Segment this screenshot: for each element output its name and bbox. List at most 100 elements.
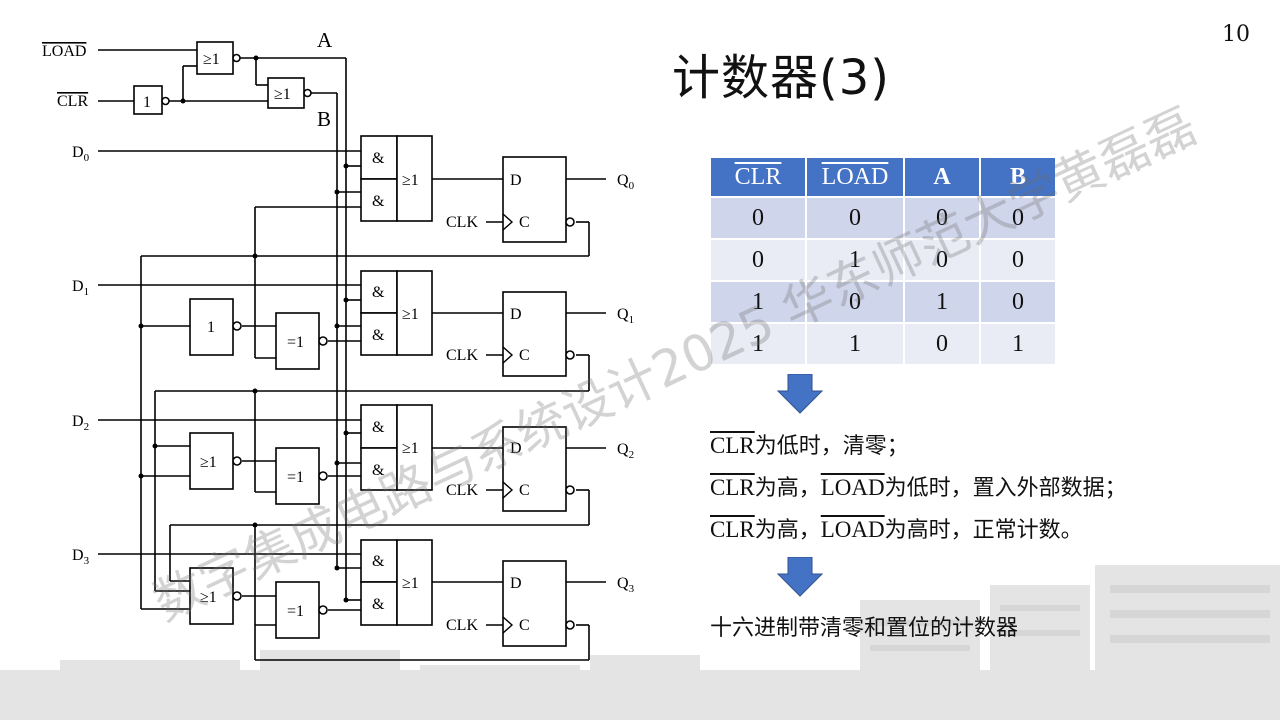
note-line-2: CLR为高，LOAD为低时，置入外部数据； bbox=[710, 470, 1127, 502]
load-input-label: LOAD bbox=[42, 43, 86, 60]
or-gate-label: ≥1 bbox=[402, 440, 419, 457]
q3-output-label: Q3 bbox=[617, 575, 635, 595]
note-text: 为高时，正常计数。 bbox=[884, 518, 1083, 543]
ff-d-label: D bbox=[510, 172, 522, 189]
truth-table: CLR LOAD A B 0 0 0 0 0 1 0 0 1 0 1 bbox=[709, 156, 1057, 366]
table-cell: 0 bbox=[905, 324, 979, 364]
xor-gate-label: =1 bbox=[287, 469, 304, 486]
table-cell: 0 bbox=[905, 240, 979, 280]
header-load: LOAD bbox=[807, 158, 903, 196]
note-line-3: CLR为高，LOAD为高时，正常计数。 bbox=[710, 512, 1083, 544]
xor-gate-1 bbox=[275, 312, 320, 370]
or-gate-label: ≥1 bbox=[203, 51, 220, 68]
clk-label: CLK bbox=[446, 617, 478, 634]
and-gate-label: & bbox=[372, 553, 385, 570]
ff-c-label: C bbox=[519, 347, 530, 364]
ff-d-label: D bbox=[510, 575, 522, 592]
xor-gate-2 bbox=[275, 447, 320, 505]
and-gate-0a bbox=[360, 135, 398, 180]
table-cell: 1 bbox=[807, 240, 903, 280]
and-gate-label: & bbox=[372, 327, 385, 344]
and-gate-2a bbox=[360, 404, 398, 449]
ff-c-label: C bbox=[519, 617, 530, 634]
table-cell: 1 bbox=[711, 324, 805, 364]
table-cell: 0 bbox=[711, 240, 805, 280]
clr-text: CLR bbox=[710, 475, 755, 500]
table-cell: 1 bbox=[807, 324, 903, 364]
or-gate-label: ≥1 bbox=[402, 306, 419, 323]
note-text: 为低时，清零； bbox=[754, 434, 909, 459]
clr-input-label: CLR bbox=[57, 93, 88, 110]
table-row: 0 0 0 0 bbox=[711, 198, 1055, 238]
header-b: B bbox=[981, 158, 1055, 196]
ff-d-label: D bbox=[510, 306, 522, 323]
flipflop-3 bbox=[502, 560, 567, 647]
note-text: 为高， bbox=[754, 476, 821, 501]
note-line-1: CLR为低时，清零； bbox=[710, 428, 909, 460]
table-row: 1 0 1 0 bbox=[711, 282, 1055, 322]
and-gate-label: & bbox=[372, 150, 385, 167]
or-gate-label: ≥1 bbox=[200, 454, 217, 471]
not-gate-label: 1 bbox=[143, 94, 151, 111]
xor-gate-3 bbox=[275, 581, 320, 639]
q2-output-label: Q2 bbox=[617, 441, 634, 461]
or-gate-label: ≥1 bbox=[402, 172, 419, 189]
or-gate-0 bbox=[396, 135, 433, 222]
load-text: LOAD bbox=[820, 475, 885, 500]
and-gate-1b bbox=[360, 312, 398, 356]
counter-circuit-diagram: LOAD CLR D0 D1 D2 D3 Q0 Q1 Q2 Q3 A B ≥1 … bbox=[42, 28, 635, 661]
d1-input-label: D1 bbox=[72, 278, 89, 298]
table-cell: 0 bbox=[711, 198, 805, 238]
clk-label: CLK bbox=[446, 482, 478, 499]
node-b-label: B bbox=[317, 107, 331, 131]
or-gate-1 bbox=[396, 270, 433, 356]
ff-c-label: C bbox=[519, 214, 530, 231]
and-gate-0b bbox=[360, 178, 398, 222]
clk-label: CLK bbox=[446, 214, 478, 231]
down-arrow-icon bbox=[776, 557, 824, 597]
down-arrow-icon bbox=[776, 374, 824, 414]
ff-d-label: D bbox=[510, 440, 522, 457]
table-row: 1 1 0 1 bbox=[711, 324, 1055, 364]
clr-text: CLR bbox=[710, 433, 755, 458]
or-gate-3b bbox=[396, 539, 433, 626]
d0-input-label: D0 bbox=[72, 144, 90, 164]
load-text: LOAD bbox=[820, 517, 885, 542]
conclusion-text: 十六进制带清零和置位的计数器 bbox=[710, 616, 1019, 641]
and-gate-label: & bbox=[372, 419, 385, 436]
or-gate-2b bbox=[396, 404, 433, 491]
d2-input-label: D2 bbox=[72, 413, 89, 433]
note-text: 为高， bbox=[754, 518, 821, 543]
xor-gate-label: =1 bbox=[287, 603, 304, 620]
table-cell: 1 bbox=[981, 324, 1055, 364]
clk-label: CLK bbox=[446, 347, 478, 364]
ff-c-label: C bbox=[519, 482, 530, 499]
not-gate-clr bbox=[133, 85, 163, 115]
or-gate-label: ≥1 bbox=[200, 589, 217, 606]
header-clr: CLR bbox=[711, 158, 805, 196]
table-cell: 0 bbox=[981, 240, 1055, 280]
and-gate-label: & bbox=[372, 462, 385, 479]
truth-table-header-row: CLR LOAD A B bbox=[711, 158, 1055, 196]
and-gate-label: & bbox=[372, 284, 385, 301]
page-number: 10 bbox=[1222, 22, 1250, 47]
d3-input-label: D3 bbox=[72, 547, 90, 567]
table-cell: 0 bbox=[807, 282, 903, 322]
table-cell: 0 bbox=[905, 198, 979, 238]
table-cell: 0 bbox=[981, 198, 1055, 238]
and-gate-1a bbox=[360, 270, 398, 314]
slide-title: 计数器(3) bbox=[672, 50, 890, 106]
or-gate-3 bbox=[189, 567, 234, 625]
xor-gate-label: =1 bbox=[287, 334, 304, 351]
flipflop-1 bbox=[502, 291, 567, 377]
q1-output-label: Q1 bbox=[617, 306, 634, 326]
flipflop-0 bbox=[502, 156, 567, 243]
clr-text: CLR bbox=[710, 517, 755, 542]
q0-output-label: Q0 bbox=[617, 172, 635, 192]
note-text: 为低时，置入外部数据； bbox=[884, 476, 1127, 501]
table-cell: 1 bbox=[905, 282, 979, 322]
table-cell: 1 bbox=[711, 282, 805, 322]
and-gate-label: & bbox=[372, 596, 385, 613]
or-gate-label: ≥1 bbox=[274, 86, 291, 103]
